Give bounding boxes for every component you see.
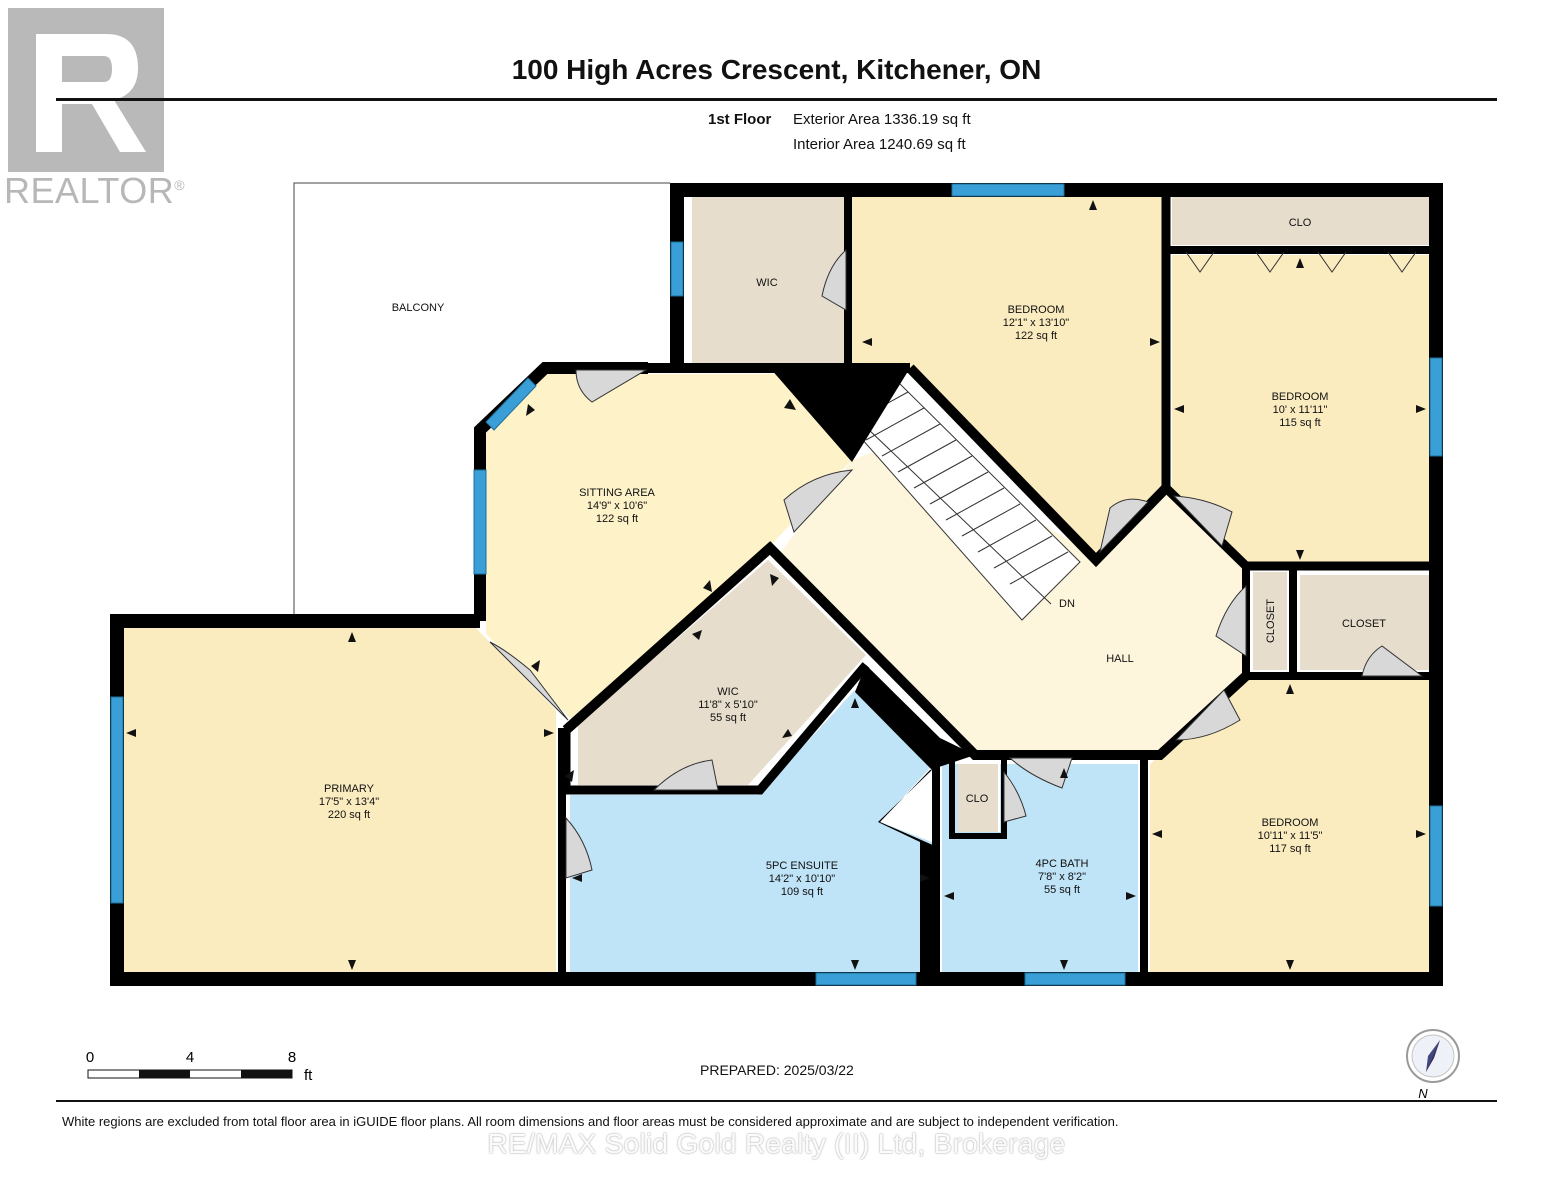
window [1024,972,1126,986]
clo-top-fill [1172,197,1429,245]
closet-fill [1300,575,1429,670]
header-rule [56,98,1497,101]
room-name-bedroom-1: BEDROOM [1008,304,1065,316]
door-swing [1172,495,1233,547]
room-dims-bedroom-2: 10' x 11'11" [1273,404,1328,416]
door-swing [1174,689,1241,741]
window [815,972,917,986]
stairs-label: DN [1059,598,1075,610]
bifold-door [1185,251,1417,273]
room-area-wic: 55 sq ft [710,712,746,724]
room-name-wic: WIC [717,686,738,698]
interior-area: Interior Area 1240.69 sq ft [793,136,966,153]
closet-small-fill [1253,572,1287,670]
dimension-arrows [126,200,1426,970]
room-name-clo-top: CLO [1289,217,1312,229]
door-swing [1003,770,1027,823]
bedroom-right-fill [1172,255,1429,563]
room-name-bedroom-2: BEDROOM [1272,391,1329,403]
room-name-clo-bath: CLO [966,793,989,805]
room-dims-wic: 11'8" x 5'10" [698,699,758,711]
door-swing [652,759,719,791]
door-swing [1008,757,1073,789]
compass-label: N [1418,1086,1428,1101]
ensuite-fill [570,690,932,972]
room-area-bedroom-2: 115 sq ft [1279,417,1320,429]
bedroom-bottom-fill [1150,680,1429,972]
window [485,377,537,431]
room-dims-sitting-area: 14'9" x 10'6" [587,500,647,512]
door-swing [575,369,648,403]
room-dims-ensuite: 14'2" x 10'10" [769,873,836,885]
room-name-sitting-area: SITTING AREA [579,487,655,499]
bath-fill [942,764,1138,972]
room-area-primary: 220 sq ft [328,809,370,821]
windows [110,183,1443,986]
door-swing [565,816,593,879]
balcony-area [293,182,670,614]
scale-tick-8: 8 [288,1049,296,1066]
room-labels: BALCONY WIC BEDROOM 12'1" x 13'10" 122 s… [319,217,1386,898]
brokerage-watermark: RE/MAX Solid Gold Realty (II) Ltd, Broke… [487,1128,1066,1159]
room-fills [124,197,1429,972]
scale-tick-0: 0 [86,1049,94,1066]
prepared-date: PREPARED: 2025/03/22 [700,1062,854,1078]
window [110,696,124,904]
door-swing [1361,645,1424,677]
room-name-bedroom-3: BEDROOM [1262,817,1319,829]
room-name-wic-top: WIC [756,277,777,289]
scale-bar: 0 4 8 ft [86,1049,313,1084]
scale-tick-4: 4 [186,1049,194,1066]
scale-unit: ft [304,1067,313,1084]
door-swing [783,469,854,533]
door-swing [821,248,847,311]
window [1429,357,1443,457]
room-name-ensuite: 5PC ENSUITE [766,860,838,872]
realtor-logo-text: REALTOR® [4,170,186,211]
room-name-closet-small: CLOSET [1265,599,1277,643]
door-swing [489,641,569,721]
room-area-sitting-area: 122 sq ft [596,513,638,525]
primary-fill [124,628,556,972]
room-name-balcony: BALCONY [392,302,445,314]
room-area-bath: 55 sq ft [1044,884,1080,896]
bedroom-top-fill [852,197,1162,368]
exterior-area: Exterior Area 1336.19 sq ft [793,111,971,128]
realtor-logo [8,8,164,172]
bedroom-top-lower-fill [905,368,1162,557]
sitting-area-fill [486,374,852,724]
window [951,183,1065,197]
window [1429,805,1443,907]
room-name-primary: PRIMARY [324,783,375,795]
disclaimer-text: White regions are excluded from total fl… [62,1114,1119,1129]
door-swing [1215,584,1247,657]
wic-top-fill [692,197,844,368]
realtor-logo-mark [8,8,164,172]
room-name-bath: 4PC BATH [1036,858,1089,870]
compass-icon: N [1406,1029,1460,1101]
wic-fill [578,560,866,785]
room-area-bedroom-3: 117 sq ft [1269,843,1310,855]
room-dims-primary: 17'5" x 13'4" [319,796,379,808]
window [473,469,487,575]
room-area-ensuite: 109 sq ft [781,886,823,898]
room-area-bedroom-1: 122 sq ft [1015,330,1057,342]
room-name-closet: CLOSET [1342,618,1386,630]
clo-bath-fill [958,764,998,832]
doors [489,248,1424,879]
door-swing [1099,498,1149,554]
floor-label: 1st Floor [708,111,772,128]
room-dims-bath: 7'8" x 8'2" [1038,871,1086,883]
room-dims-bedroom-3: 10'11" x 11'5" [1258,830,1323,842]
window [670,241,684,297]
room-name-hall: HALL [1106,653,1134,665]
page-title: 100 High Acres Crescent, Kitchener, ON [511,54,1042,85]
footer-rule [56,1100,1497,1102]
room-dims-bedroom-1: 12'1" x 13'10" [1003,317,1070,329]
